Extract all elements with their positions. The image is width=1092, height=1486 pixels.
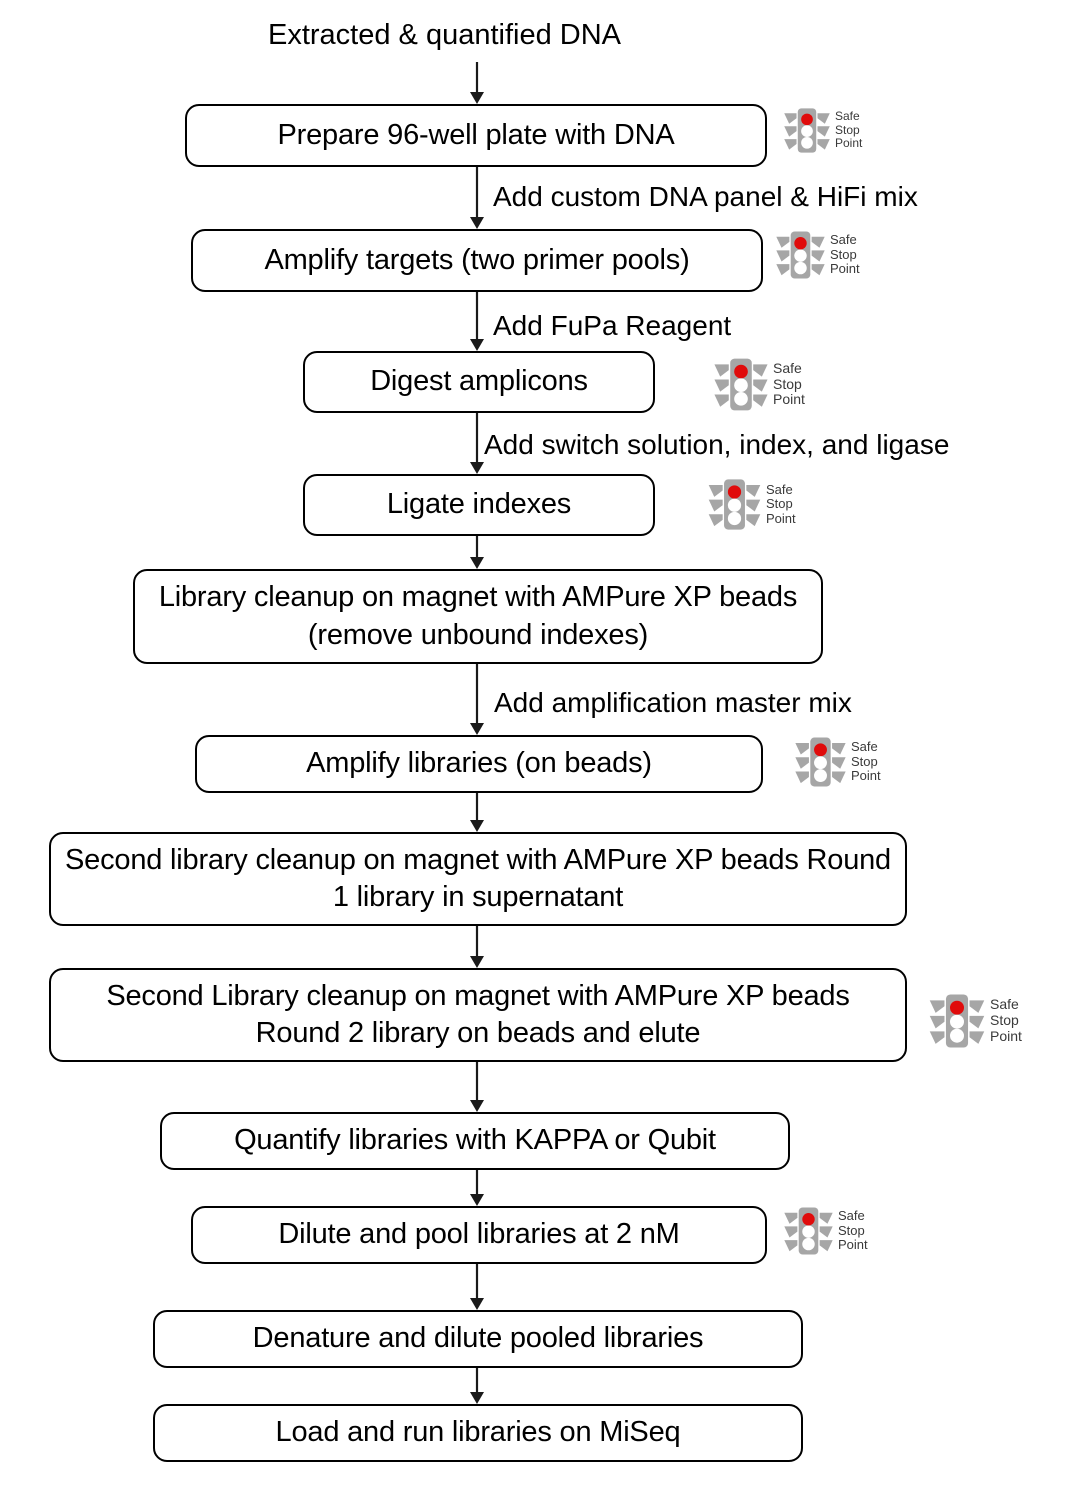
safe-stop-point-line-2: Stop [851,753,878,769]
connector-arrow [470,62,484,104]
safe-stop-point-line-3: Point [830,261,860,277]
edge-label: Add FuPa Reagent [493,310,732,341]
connector-arrow [470,793,484,832]
process-node-label: Second library cleanup on magnet with AM… [65,843,891,913]
safe-stop-point-line-3: Point [835,136,863,151]
process-node-label: Quantify libraries with KAPPA or Qubit [234,1124,716,1157]
process-node-label: Digest amplicons [370,365,588,398]
safe-stop-point-line-3: Point [766,510,796,526]
connector-arrow [470,536,484,569]
process-node-n7[interactable]: Second library cleanup on magnet with AM… [49,832,907,926]
edge-label: Add custom DNA panel & HiFi mix [493,181,918,212]
safe-stop-point-line-2: Stop [766,496,793,512]
safe-stop-point-line-2: Stop [773,375,802,392]
process-node-n2[interactable]: Amplify targets (two primer pools) [191,229,763,292]
traffic-light-icon [784,108,830,153]
safe-stop-point-line-3: Point [990,1027,1022,1044]
safe-stop-point-line-2: Stop [990,1012,1019,1029]
safe-stop-point-line-1: Safe [838,1208,865,1224]
traffic-light-icon [776,231,825,279]
traffic-light-icon [714,358,768,411]
process-node-label: Denature and dilute pooled libraries [252,1322,704,1355]
process-node-label: Ligate indexes [386,488,572,521]
connector-arrow [470,1264,484,1310]
process-node-n9[interactable]: Quantify libraries with KAPPA or Qubit [160,1112,790,1170]
process-node-label: Prepare 96-well plate with DNA [277,118,675,151]
safe-stop-point-line-1: Safe [773,359,802,376]
process-node-n11[interactable]: Denature and dilute pooled libraries [153,1310,803,1368]
process-node-label: Amplify targets (two primer pools) [264,243,690,276]
connector-arrow [470,926,484,968]
page-title: Extracted & quantified DNA [268,19,622,51]
connector-arrow [470,1368,484,1404]
edge-label: Add switch solution, index, and ligase [484,429,950,460]
safe-stop-point-line-1: Safe [766,481,793,497]
process-node-n3[interactable]: Digest amplicons [303,351,655,413]
process-node-label: Dilute and pool libraries at 2 nM [278,1218,680,1251]
safe-stop-point-line-1: Safe [830,232,857,248]
process-node-label: Load and run libraries on MiSeq [275,1416,681,1449]
safe-stop-point-line-1: Safe [851,739,878,755]
safe-stop-point-line-1: Safe [990,996,1019,1013]
safe-stop-point-line-3: Point [838,1237,868,1253]
process-node-label: Second Library cleanup on magnet with AM… [106,979,850,1049]
connector-arrow [470,167,484,229]
process-node-n10[interactable]: Dilute and pool libraries at 2 nM [191,1206,767,1264]
traffic-light-icon [784,1207,833,1255]
safe-stop-point-line-2: Stop [835,122,860,137]
traffic-light-icon [795,737,846,787]
traffic-light-icon [929,994,985,1048]
connector-arrow [470,1062,484,1112]
process-node-n12[interactable]: Load and run libraries on MiSeq [153,1404,803,1462]
process-node-n8[interactable]: Second Library cleanup on magnet with AM… [49,968,907,1062]
connector-arrow [470,292,484,351]
safe-stop-point-line-2: Stop [838,1222,865,1238]
connector-arrow [470,413,484,474]
safe-stop-point-line-1: Safe [835,109,860,124]
connector-arrow [470,664,484,735]
process-node-label: Library cleanup on magnet with AMPure XP… [158,581,798,651]
process-node-n1[interactable]: Prepare 96-well plate with DNA [185,104,767,167]
edge-label: Add amplification master mix [494,687,852,718]
safe-stop-point-line-3: Point [773,391,805,408]
process-node-n5[interactable]: Library cleanup on magnet with AMPure XP… [133,569,823,664]
process-node-n4[interactable]: Ligate indexes [303,474,655,536]
safe-stop-point-line-2: Stop [830,246,857,262]
connector-arrow [470,1170,484,1206]
traffic-light-icon [708,479,761,530]
process-node-n6[interactable]: Amplify libraries (on beads) [195,735,763,793]
safe-stop-point-line-3: Point [851,768,881,784]
process-node-label: Amplify libraries (on beads) [306,747,652,780]
